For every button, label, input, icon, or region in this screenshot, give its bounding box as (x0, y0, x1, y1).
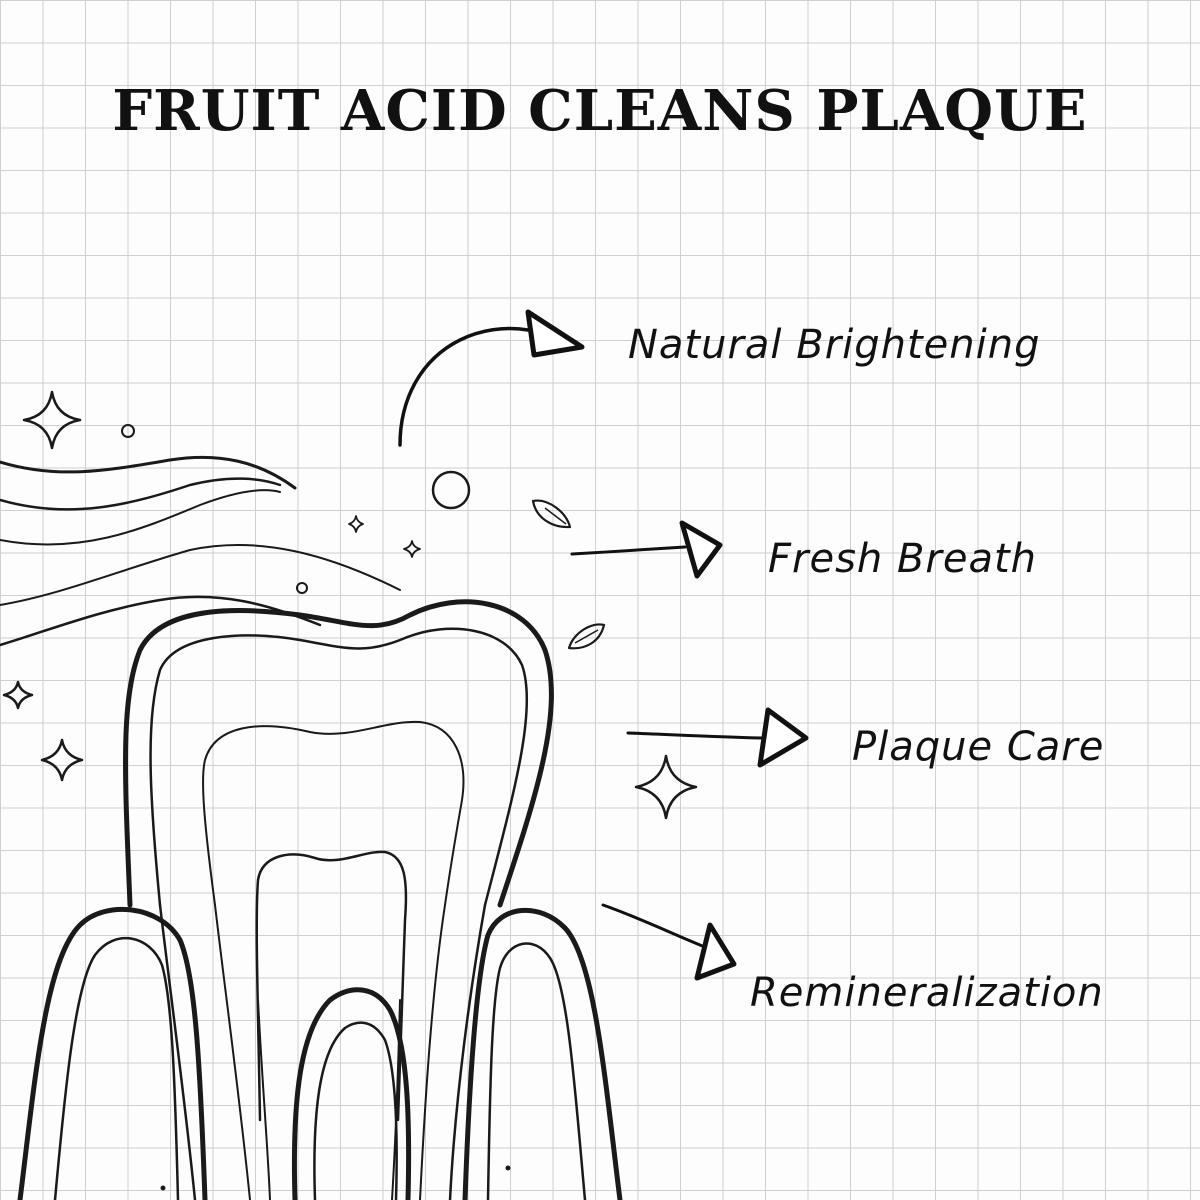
arrowhead-icon (757, 707, 809, 768)
bubble-icon (296, 582, 308, 594)
tooth-enamel-line (149, 627, 529, 907)
arrowhead-icon (694, 922, 737, 981)
tooth-root-left-inner (214, 904, 251, 1200)
benefit-label-remineralization: Remineralization (750, 970, 1104, 1016)
wave-line (0, 455, 297, 490)
bubble-icon (121, 424, 135, 438)
tooth-root-canal-outer (291, 987, 412, 1200)
bubbles (121, 424, 511, 1191)
gum-left-inner (53, 936, 180, 1200)
leaf-icon (544, 507, 567, 525)
arrow-shaft (570, 545, 687, 556)
leaf-icon (567, 623, 606, 650)
arrow-shaft (626, 731, 764, 740)
sparkle-icon (348, 515, 364, 533)
arrow-shaft (398, 326, 530, 447)
tooth-root-right (448, 903, 487, 1200)
benefit-label-natural-brightening: Natural Brightening (628, 322, 1041, 368)
arrow-shaft (601, 903, 707, 949)
benefit-labels: Natural Brightening Fresh Breath Plaque … (628, 322, 1104, 1016)
dot-icon (160, 1185, 166, 1191)
arrowhead-icon (525, 309, 585, 358)
wave-lines (0, 455, 401, 647)
gum-left-outer (17, 906, 208, 1200)
tooth-dentin-line (202, 720, 465, 906)
tooth-root-left (158, 903, 197, 1200)
leaves (531, 499, 606, 650)
benefit-label-fresh-breath: Fresh Breath (768, 536, 1037, 582)
gums (17, 906, 623, 1200)
sparkle-icon (2, 680, 34, 710)
dot-icon (505, 1165, 511, 1171)
tooth-root-mid-left (257, 999, 271, 1200)
gum-right-outer (462, 907, 623, 1200)
sparkle-icon (40, 738, 84, 782)
sparkle-icon (22, 390, 82, 450)
arrows (398, 309, 809, 981)
leaf-icon (574, 629, 599, 644)
sparkle-icon (403, 540, 421, 558)
page-title: FRUIT ACID CLEANS PLAQUE (112, 78, 1088, 144)
gum-right-inner (486, 942, 587, 1200)
arrowhead-icon (679, 520, 723, 579)
sparkles (2, 390, 698, 820)
wave-line (0, 477, 282, 511)
wave-line (0, 595, 322, 647)
benefit-label-plaque-care: Plaque Care (852, 724, 1104, 770)
tooth (123, 599, 554, 1200)
tooth-root-canal-inner (313, 1021, 398, 1200)
tooth-root-right-inner (419, 904, 446, 1200)
leaf-icon (531, 499, 572, 529)
wave-line (0, 489, 281, 546)
bubble-icon (431, 470, 471, 510)
wave-line (0, 544, 401, 606)
tooth-pulp-outline (255, 850, 408, 1122)
tooth-outer-outline (123, 599, 554, 908)
sparkle-icon (634, 754, 698, 820)
tooth-root-mid-right (391, 999, 401, 1200)
